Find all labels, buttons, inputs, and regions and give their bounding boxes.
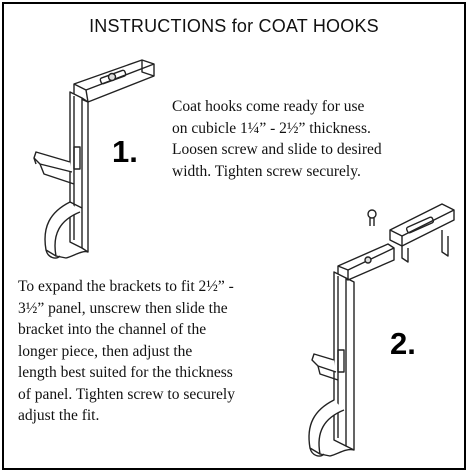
instruction-sheet: INSTRUCTIONS for COAT HOOKS	[2, 2, 466, 470]
coat-hook-bracket-icon	[33, 59, 155, 259]
screw-icon	[367, 209, 377, 226]
expanded-coat-hook-bracket-icon	[308, 203, 455, 457]
page-title: INSTRUCTIONS for COAT HOOKS	[89, 16, 379, 36]
step-1-number: 1.	[112, 134, 138, 169]
step-2-text: To expand the brackets to fit 2½” - 3½” …	[18, 278, 235, 424]
step-1-text: Coat hooks come ready for use on cubicle…	[172, 98, 382, 180]
step-2-number: 2.	[390, 326, 416, 361]
